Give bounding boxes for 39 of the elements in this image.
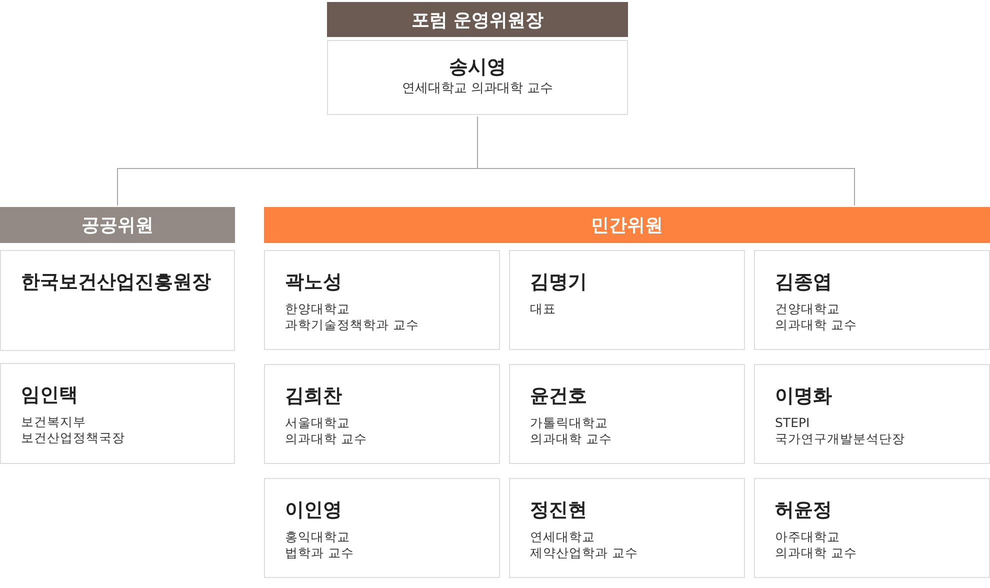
member-name: 정진현: [530, 498, 587, 522]
section-band: 공공위원: [0, 207, 235, 243]
member-card: [264, 250, 500, 350]
connector-line: [477, 116, 855, 206]
affiliation-text: 아주대학교 의과대학 교수: [775, 529, 857, 561]
member-card: [0, 250, 235, 351]
affiliation-text: 가톨릭대학교 의과대학 교수: [530, 415, 612, 447]
member-name: 윤건호: [530, 384, 587, 408]
member-name: 김명기: [530, 270, 587, 294]
header-band: 포럼 운영위원장: [327, 2, 628, 37]
chair-card: [327, 40, 628, 115]
member-card: [754, 250, 990, 350]
affiliation-text: 홍익대학교 법학과 교수: [285, 529, 354, 561]
member-name: 김희찬: [285, 384, 342, 408]
affiliation-text: 한양대학교 과학기술정책학과 교수: [285, 301, 419, 333]
member-name: 허윤정: [775, 498, 832, 522]
member-card: [0, 363, 235, 464]
affiliation-text: 대표: [530, 301, 556, 317]
member-name: 김종엽: [775, 270, 832, 294]
affiliation-text: 연세대학교 제약산업학과 교수: [530, 529, 638, 561]
member-card: [509, 478, 745, 578]
member-card: [509, 364, 745, 464]
member-name: 송시영: [449, 55, 506, 79]
member-name: 이인영: [285, 498, 342, 522]
member-card: [264, 364, 500, 464]
affiliation-text: 연세대학교 의과대학 교수: [402, 81, 554, 97]
member-name: 곽노성: [285, 270, 342, 294]
member-card: [754, 364, 990, 464]
member-card: [264, 478, 500, 578]
affiliation-text: STEPI 국가연구개발분석단장: [775, 415, 905, 447]
member-name: 한국보건산업진흥원장: [21, 270, 211, 294]
affiliation-text: 보건복지부 보건산업정책국장: [21, 414, 125, 446]
affiliation-text: 건양대학교 의과대학 교수: [775, 301, 857, 333]
member-card: [754, 478, 990, 578]
affiliation-text: 서울대학교 의과대학 교수: [285, 415, 367, 447]
section-band: 민간위원: [264, 207, 990, 243]
member-name: 임인택: [21, 383, 78, 407]
member-name: 이명화: [775, 384, 832, 408]
member-card: [509, 250, 745, 350]
